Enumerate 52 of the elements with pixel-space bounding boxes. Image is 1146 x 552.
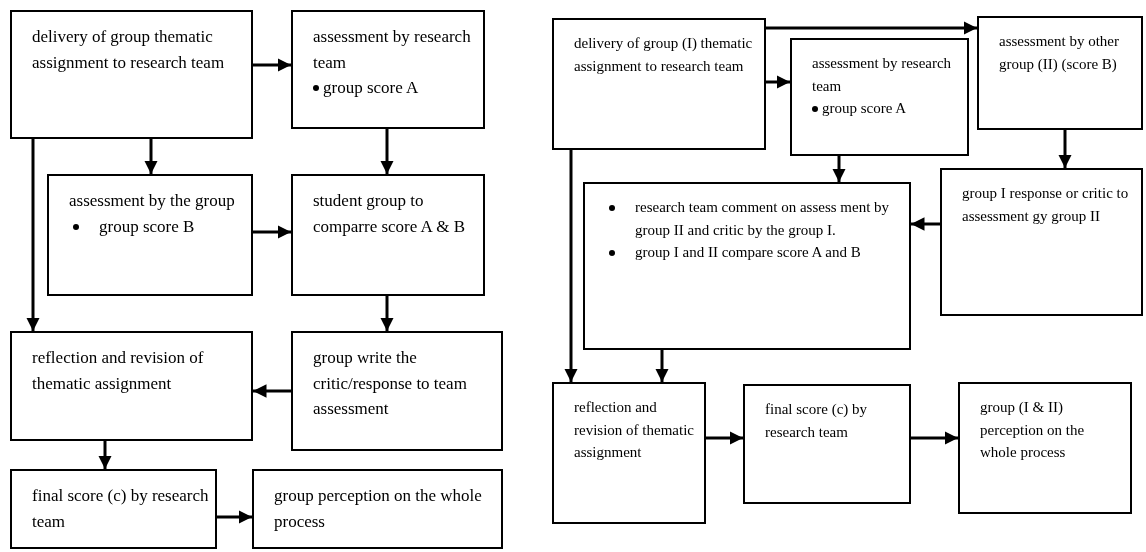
process-box xyxy=(940,168,1143,316)
arrow xyxy=(1058,130,1072,168)
arrow xyxy=(217,510,252,524)
arrow xyxy=(766,21,977,35)
node-text: group I response or critic to assessment gy group II xyxy=(962,184,1130,226)
node-text: group score B xyxy=(99,215,195,238)
node-text: reflection and revision of thematic assignment xyxy=(574,398,695,462)
node-text: group I and II compare score A and B xyxy=(635,243,861,262)
process-box xyxy=(958,382,1132,514)
arrow xyxy=(832,156,846,182)
arrow xyxy=(98,441,112,469)
arrow xyxy=(253,225,291,239)
arrow xyxy=(766,75,790,89)
process-box xyxy=(47,174,253,296)
process-box xyxy=(977,16,1143,130)
node-text: assessment by the group xyxy=(69,190,236,212)
node-text: group write the critic/response to team assessment xyxy=(313,347,468,420)
arrow xyxy=(253,58,291,72)
node-text: group score A xyxy=(323,77,419,99)
process-box xyxy=(790,38,969,156)
node-text: group score A xyxy=(822,99,907,118)
node-text: research team comment on assess ment by group II and critic by the group I. xyxy=(635,198,891,240)
arrow xyxy=(706,431,743,445)
node-text: assessment by other group (II) (score B) xyxy=(999,32,1120,74)
process-box xyxy=(10,10,253,139)
arrow xyxy=(144,139,158,174)
process-box xyxy=(552,18,766,150)
node-text: group perception on the whole process xyxy=(274,485,483,533)
node-text: group (I & II) perception on the whole process xyxy=(980,398,1086,462)
node-text: delivery of group thematic assignment to research team xyxy=(32,26,226,74)
arrow xyxy=(380,129,394,174)
process-box xyxy=(10,469,217,549)
process-box xyxy=(252,469,503,549)
process-box xyxy=(10,331,253,441)
arrow xyxy=(26,139,40,331)
process-box xyxy=(291,331,503,451)
process-box xyxy=(291,10,485,129)
node-text: delivery of group (I) thematic assignment to research team xyxy=(574,34,754,76)
arrow xyxy=(911,431,958,445)
node-text: reflection and revision of thematic assignment xyxy=(32,347,205,395)
arrow xyxy=(253,384,291,398)
arrow xyxy=(655,350,669,382)
process-box xyxy=(743,384,911,504)
arrow xyxy=(380,296,394,331)
node-text: final score (c) by research team xyxy=(765,400,869,442)
process-box xyxy=(291,174,485,296)
node-text: final score (c) by research team xyxy=(32,485,209,533)
process-box xyxy=(552,382,706,524)
arrow xyxy=(564,150,578,382)
node-text: student group to comparre score A & B xyxy=(313,190,466,238)
process-box xyxy=(583,182,911,350)
arrow xyxy=(911,217,940,231)
